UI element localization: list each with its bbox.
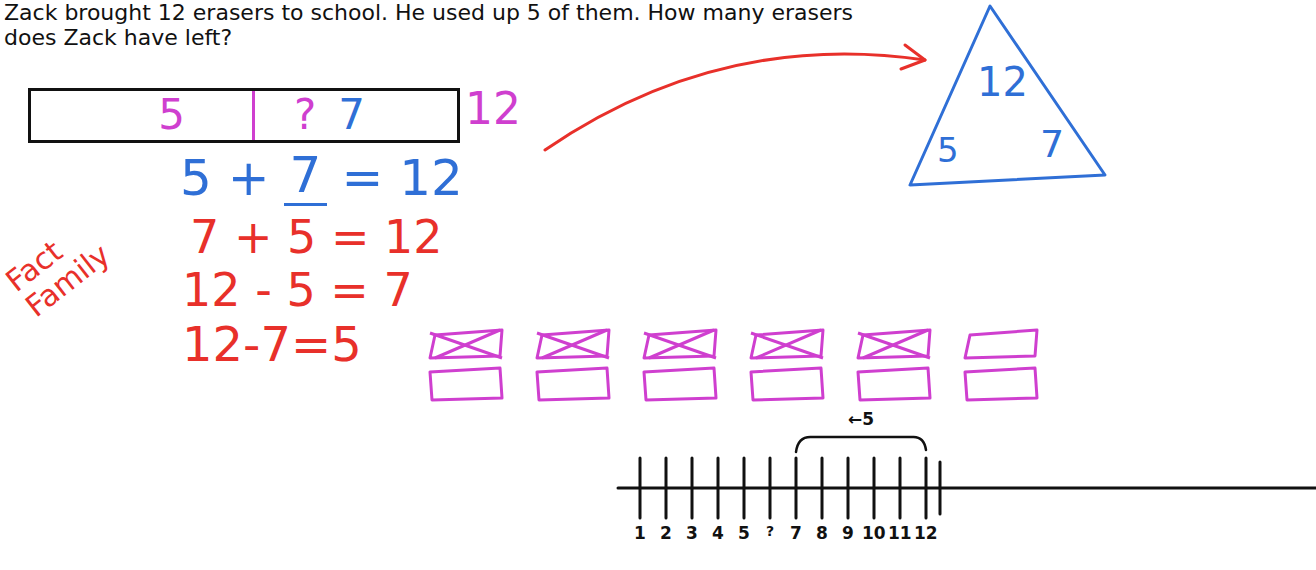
tick-number: 12: [914, 524, 938, 543]
tick-number: 11: [888, 524, 912, 543]
triangle-part: 7: [1040, 124, 1064, 166]
leader-arrow: [545, 54, 925, 150]
tick-number: 3: [686, 524, 698, 543]
tick-number: 9: [842, 524, 854, 543]
bar-part: 5: [31, 91, 255, 140]
triangle-part: 5: [937, 132, 959, 169]
tick-number: 5: [738, 524, 750, 543]
missing-addend: 7: [284, 148, 328, 206]
arrow-head: [901, 45, 925, 69]
equation-part: 5 +: [180, 151, 270, 206]
word-problem: Zack brought 12 erasers to school. He us…: [4, 0, 904, 51]
unknown-mark: ?: [294, 92, 316, 138]
tick-number: ?: [766, 524, 774, 539]
equation: 5 + 7= 12: [180, 148, 463, 206]
fact-family-heading: Fact Family: [0, 205, 125, 322]
number-line: [618, 437, 1316, 518]
tick-number: 8: [816, 524, 828, 543]
tick-number: 4: [712, 524, 724, 543]
part-value: 7: [338, 92, 365, 138]
total-label: 12: [465, 85, 521, 133]
tick-number: 2: [660, 524, 672, 543]
jump-label: ←5: [848, 410, 874, 429]
triangle-line: [910, 6, 1105, 185]
fact-equation: 12-7=5: [182, 318, 362, 371]
part-value: 5: [158, 92, 185, 138]
number-triangle: 12 5 7: [905, 4, 1110, 189]
fact-equation: 7 + 5 = 12: [190, 212, 443, 263]
fact-equation: 12 - 5 = 7: [182, 265, 413, 316]
triangle-total: 12: [977, 60, 1028, 104]
eraser-drawing: [430, 330, 1037, 400]
tick-number: 7: [790, 524, 802, 543]
equation-part: = 12: [341, 151, 462, 206]
bar-model: 125?7: [28, 88, 460, 143]
tick-number: 1: [634, 524, 646, 543]
bar-part: ?7: [258, 91, 457, 140]
tick-number: 10: [862, 524, 886, 543]
